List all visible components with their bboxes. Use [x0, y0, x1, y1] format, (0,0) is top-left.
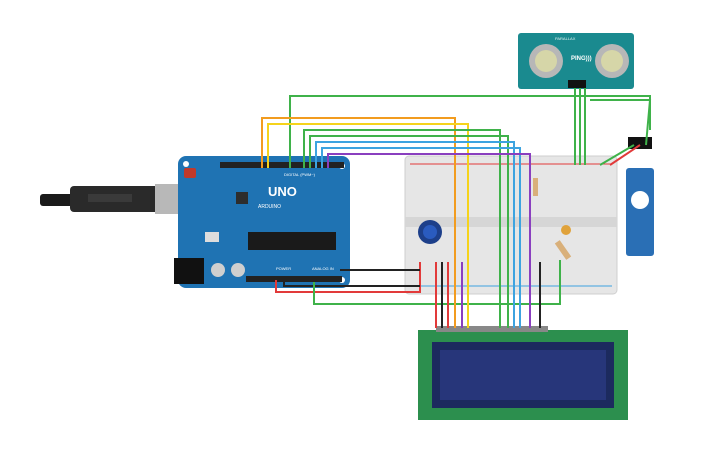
arduino-board: UNO ARDUINO DIGITAL (PWM~) POWER ANALOG … [174, 156, 350, 288]
analog-label: ANALOG IN [312, 266, 334, 271]
reset-button [184, 168, 196, 178]
digital-label: DIGITAL (PWM~) [284, 172, 316, 177]
arduino-brand: ARDUINO [258, 204, 281, 210]
sensor-top-label: PARALLAX [555, 36, 576, 41]
digital-header [220, 162, 344, 168]
power-analog-header [246, 276, 342, 282]
servo-motor [626, 137, 654, 256]
microcontroller-chip [248, 232, 336, 250]
sensor-name: PING))) [571, 56, 592, 62]
ultrasonic-sensor: PARALLAX PING))) [518, 33, 634, 89]
photoresistor [561, 225, 571, 235]
lcd-display [418, 326, 628, 420]
power-jack [174, 258, 204, 284]
potentiometer [418, 220, 442, 244]
breadboard [404, 155, 618, 295]
power-label: POWER [276, 266, 291, 271]
resistor-1 [533, 178, 538, 196]
wires [261, 88, 652, 328]
resistor-2 [554, 240, 572, 260]
arduino-model: UNO [268, 184, 297, 199]
usb-cable [40, 184, 195, 214]
